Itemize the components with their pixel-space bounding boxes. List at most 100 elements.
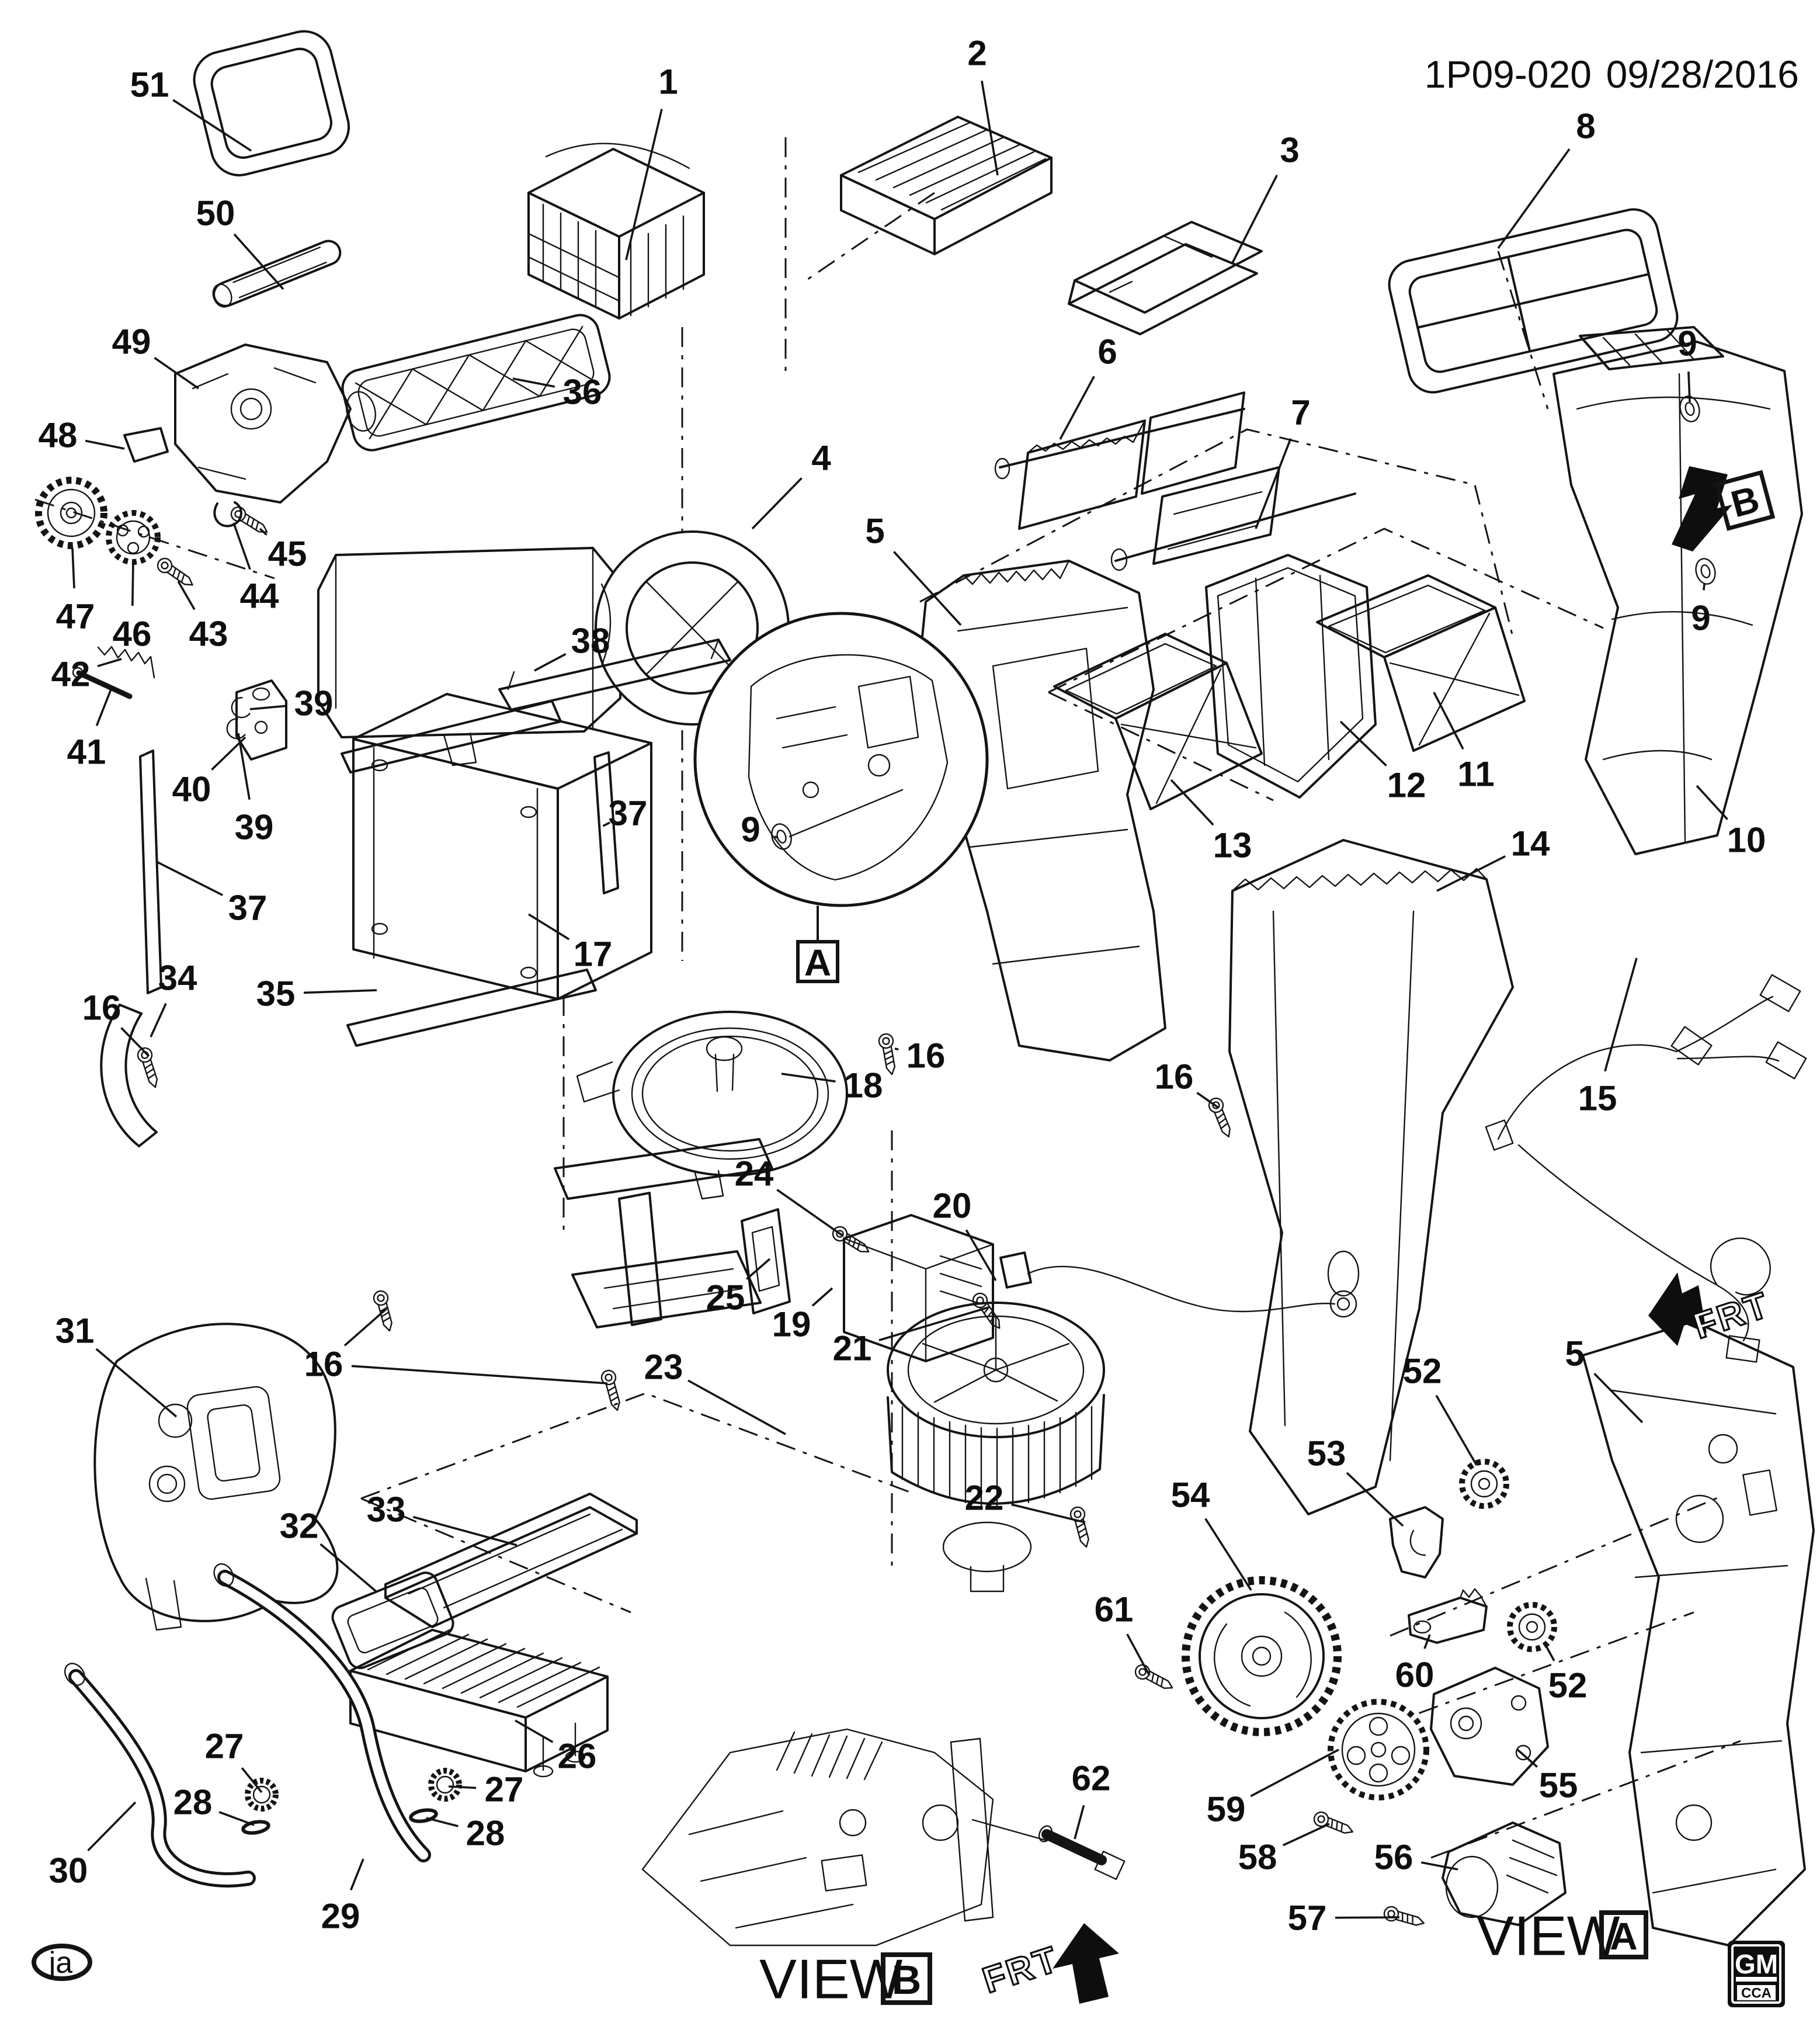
callout-26: 26 — [515, 1719, 597, 1776]
callout-16: 16 — [304, 1307, 608, 1385]
part-25-resistor-bracket — [741, 1208, 791, 1314]
svg-text:9: 9 — [1677, 324, 1697, 363]
svg-text:18: 18 — [844, 1066, 883, 1105]
frt-arrow-bottom-icon: FRT — [977, 1923, 1119, 2004]
part-59-sprocket — [1328, 1699, 1429, 1800]
callout-30: 30 — [49, 1801, 137, 1890]
svg-text:39: 39 — [294, 684, 334, 723]
svg-text:16: 16 — [906, 1036, 946, 1075]
callout-44: 44 — [232, 522, 279, 616]
svg-text:27: 27 — [485, 1770, 524, 1809]
svg-text:59: 59 — [1207, 1790, 1246, 1829]
svg-text:23: 23 — [644, 1348, 683, 1387]
callout-50: 50 — [196, 194, 284, 290]
part-54-cam-gear — [1182, 1576, 1342, 1736]
svg-text:58: 58 — [1238, 1838, 1277, 1877]
callout-27: 27 — [205, 1727, 263, 1793]
clamp-27a — [248, 1781, 276, 1809]
drawing-number: 1P09-020 — [1425, 53, 1592, 96]
callout-60: 60 — [1395, 1634, 1435, 1695]
svg-text:52: 52 — [1403, 1352, 1442, 1391]
callout-10: 10 — [1696, 785, 1766, 860]
svg-text:10: 10 — [1727, 821, 1766, 860]
callout-21: 21 — [833, 1306, 989, 1368]
part-40-expansion-block — [235, 679, 287, 761]
callout-57: 57 — [1288, 1899, 1400, 1938]
svg-text:28: 28 — [173, 1783, 213, 1822]
svg-text:5: 5 — [865, 512, 884, 551]
svg-text:GM: GM — [1735, 1949, 1778, 1979]
part-17-evaporator-core — [352, 693, 652, 1000]
part-50-roller — [212, 240, 342, 308]
svg-text:40: 40 — [172, 770, 211, 809]
callout-45: 45 — [259, 528, 307, 574]
part-8-inlet-frame — [1388, 208, 1679, 394]
part-29-heater-hose — [213, 1563, 431, 1862]
callout-19: 19 — [772, 1287, 833, 1344]
callout-46: 46 — [113, 561, 151, 654]
callout-12: 12 — [1339, 720, 1426, 805]
callout-37: 37 — [602, 794, 647, 833]
ja-logo: ja — [32, 1944, 92, 1981]
svg-text:61: 61 — [1095, 1590, 1134, 1629]
svg-text:38: 38 — [571, 622, 610, 661]
svg-text:48: 48 — [39, 416, 78, 455]
part-62-sensor — [1038, 1825, 1126, 1881]
svg-text:60: 60 — [1395, 1656, 1435, 1695]
svg-text:50: 50 — [196, 194, 235, 233]
svg-text:7: 7 — [1291, 393, 1310, 432]
part-12-case-plate — [1205, 554, 1377, 799]
svg-text:CCA: CCA — [1741, 1986, 1772, 2001]
svg-text:31: 31 — [55, 1312, 95, 1351]
screw-22 — [1068, 1505, 1094, 1550]
svg-text:26: 26 — [558, 1737, 597, 1776]
callout-16: 16 — [82, 988, 150, 1057]
part-20-harness-pigtail — [999, 1251, 1357, 1318]
callout-42: 42 — [51, 655, 122, 694]
part-10-upper-duct — [1552, 326, 1803, 855]
svg-text:ja: ja — [48, 1946, 73, 1980]
svg-text:15: 15 — [1578, 1079, 1617, 1118]
clip-39a — [228, 696, 251, 721]
callout-1: 1 — [625, 63, 678, 261]
svg-text:56: 56 — [1374, 1838, 1413, 1877]
callout-58: 58 — [1238, 1823, 1330, 1877]
callout-62: 62 — [1072, 1759, 1110, 1840]
svg-text:24: 24 — [735, 1154, 774, 1194]
svg-text:27: 27 — [205, 1727, 244, 1766]
callout-22: 22 — [965, 1479, 1086, 1524]
part-55-actuator — [1430, 1667, 1549, 1786]
callout-29: 29 — [321, 1858, 364, 1936]
part-7-vent-door — [1110, 466, 1356, 571]
svg-text:49: 49 — [112, 322, 151, 362]
callout-51: 51 — [130, 65, 252, 152]
detail-circle-a: A — [693, 612, 989, 984]
callout-43: 43 — [177, 581, 228, 654]
screw-16d2 — [599, 1368, 625, 1413]
svg-text:9: 9 — [1691, 599, 1710, 638]
svg-text:21: 21 — [833, 1329, 872, 1368]
svg-text:A: A — [1610, 1914, 1638, 1958]
svg-text:14: 14 — [1511, 824, 1550, 863]
callout-33: 33 — [367, 1490, 517, 1546]
part-37-side-seal-right — [593, 751, 619, 894]
svg-text:33: 33 — [367, 1490, 406, 1529]
svg-text:11: 11 — [1457, 755, 1494, 794]
callout-9: 9 — [741, 810, 778, 849]
svg-text:22: 22 — [965, 1479, 1004, 1518]
svg-text:9: 9 — [741, 810, 760, 849]
callout-14: 14 — [1436, 824, 1550, 892]
view-b-inset-drawing — [641, 1728, 1047, 1947]
lower-case-bracket — [554, 1138, 773, 1328]
svg-text:13: 13 — [1213, 826, 1252, 865]
svg-text:44: 44 — [240, 577, 279, 616]
callout-54: 54 — [1171, 1476, 1252, 1591]
svg-text:30: 30 — [49, 1851, 88, 1890]
svg-text:32: 32 — [280, 1507, 319, 1546]
part-38-bracket-strip — [498, 639, 731, 711]
callout-25: 25 — [706, 1258, 771, 1317]
part-18-blower-housing-ring — [576, 1011, 848, 1200]
callout-18: 18 — [781, 1066, 883, 1105]
svg-text:12: 12 — [1387, 766, 1426, 805]
callout-16: 16 — [1155, 1057, 1220, 1109]
